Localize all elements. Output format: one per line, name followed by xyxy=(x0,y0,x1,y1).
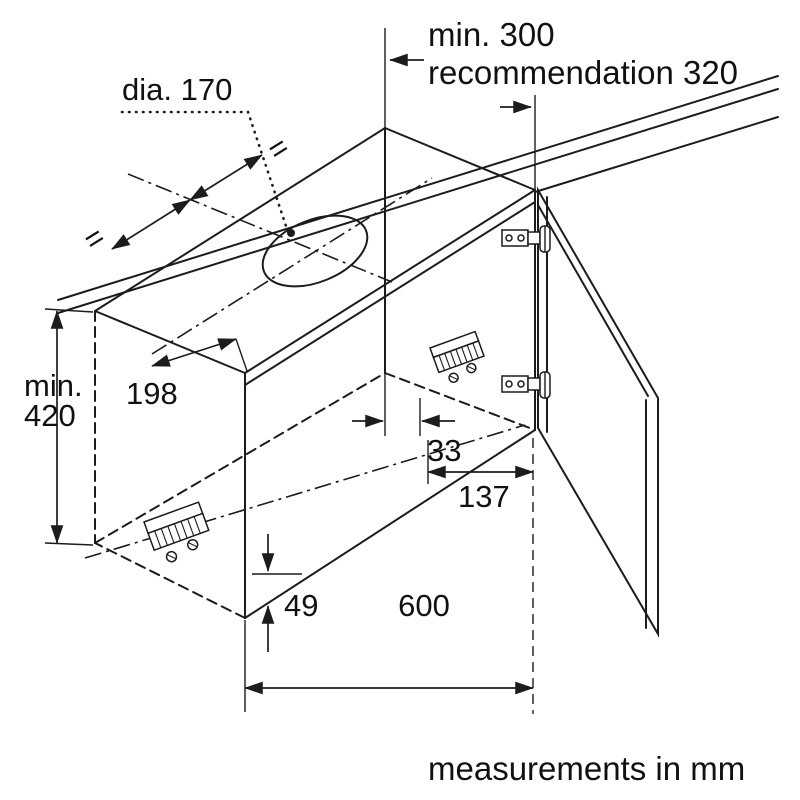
rail-inset-dimension: 33 xyxy=(352,373,461,468)
mounting-rail-left xyxy=(143,501,210,563)
mounting-rail-right xyxy=(429,330,485,383)
label-49: 49 xyxy=(284,588,318,623)
depth-dimension: min. 300 recommendation 320 xyxy=(389,16,738,114)
duct-hole xyxy=(127,173,433,355)
label-equal-left: = xyxy=(77,219,111,258)
label-min: min. xyxy=(24,368,83,403)
label-600: 600 xyxy=(398,588,450,623)
hinge-top xyxy=(501,225,551,253)
label-equal-right: = xyxy=(261,129,295,168)
footer-note: measurements in mm xyxy=(428,750,745,787)
rail-offset-dimension: 49 xyxy=(252,534,318,652)
height-dimension: min. 420 xyxy=(24,308,94,546)
hole-diameter-callout: dia. 170 xyxy=(120,72,295,237)
hinge-distance-dimension: 137 xyxy=(427,438,534,714)
hole-distance-dimension: 198 xyxy=(126,338,248,411)
hinge-bottom xyxy=(501,371,551,399)
label-min-300: min. 300 xyxy=(428,16,555,53)
equal-spacing-dimension: = = xyxy=(77,129,295,258)
label-420: 420 xyxy=(24,398,76,433)
wall-lines xyxy=(57,75,779,314)
door-panel xyxy=(537,186,659,638)
label-33: 33 xyxy=(427,433,461,468)
cabinet-body xyxy=(244,28,536,619)
label-hole-diameter: dia. 170 xyxy=(122,72,232,107)
label-137: 137 xyxy=(458,479,510,514)
label-recommendation-320: recommendation 320 xyxy=(428,54,738,91)
hidden-edges xyxy=(94,310,536,619)
label-198: 198 xyxy=(126,376,178,411)
width-dimension: 600 xyxy=(244,588,534,712)
